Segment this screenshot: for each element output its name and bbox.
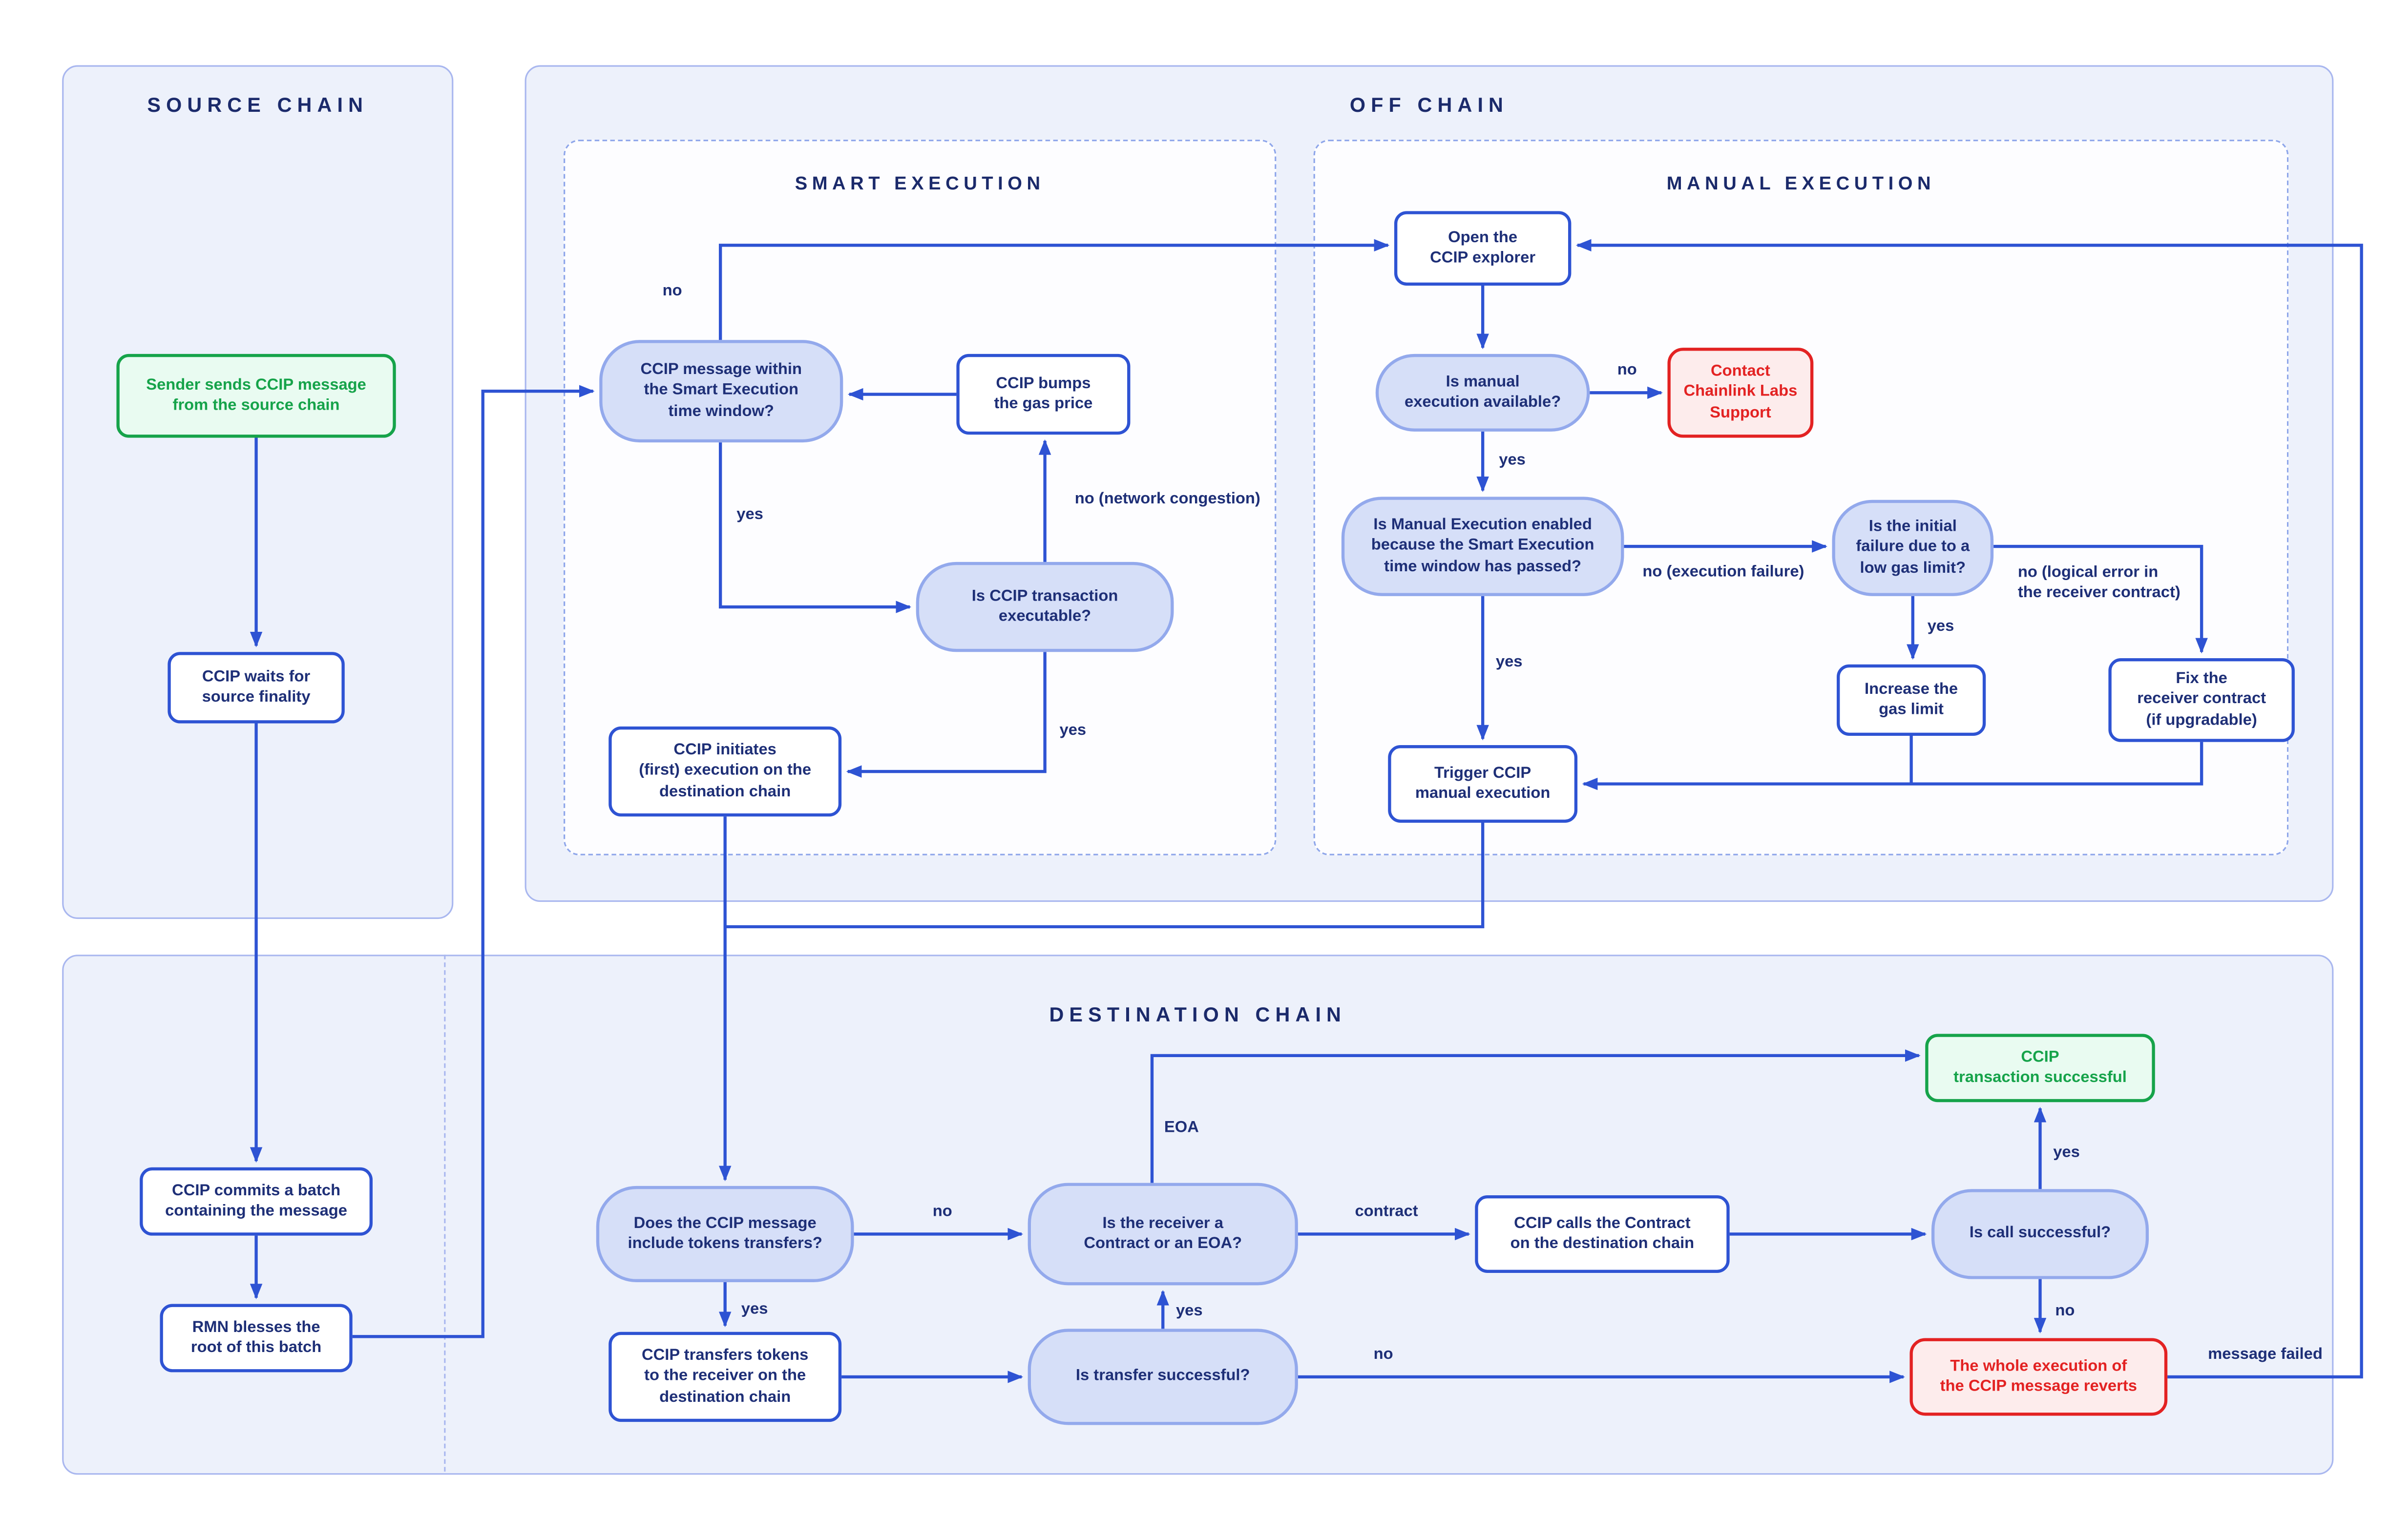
edge-label-yes-call: yes	[2053, 1145, 2080, 1162]
node-increase-gas-limit: Increase the gas limit	[1837, 664, 1986, 736]
edge-label-no-network-congestion: no (network congestion)	[1074, 491, 1260, 508]
decision-manual-enabled-window-passed: Is Manual Execution enabled because the …	[1341, 497, 1624, 596]
edge-label-contract: contract	[1355, 1203, 1418, 1221]
edge-label-yes-smart-window: yes	[736, 506, 763, 524]
decision-includes-token-transfers: Does the CCIP message include tokens tra…	[596, 1186, 854, 1283]
edge-label-yes-executable: yes	[1059, 722, 1087, 740]
edge-label-yes-tokens: yes	[741, 1301, 768, 1319]
node-fix-receiver-contract: Fix the receiver contract (if upgradable…	[2108, 658, 2295, 742]
edge-label-yes-low-gas: yes	[1927, 618, 1954, 636]
edge-label-no-call: no	[2055, 1303, 2075, 1320]
node-contact-chainlink-support: Contact Chainlink Labs Support	[1667, 348, 1814, 438]
edge-label-no-manual-available: no	[1617, 362, 1637, 379]
node-sender-sends-message: Sender sends CCIP message from the sourc…	[116, 354, 396, 438]
node-open-ccip-explorer: Open the CCIP explorer	[1394, 211, 1572, 286]
decision-transaction-executable: Is CCIP transaction executable?	[916, 562, 1174, 652]
off-chain-title: OFF CHAIN	[1349, 93, 1509, 117]
decision-initial-failure-low-gas: Is the initial failure due to a low gas …	[1832, 499, 1994, 596]
node-ccip-calls-contract: CCIP calls the Contract on the destinati…	[1475, 1195, 1730, 1273]
source-chain-title: SOURCE CHAIN	[147, 93, 369, 117]
edge-label-no-transfer: no	[1373, 1346, 1393, 1364]
node-rmn-blesses-root: RMN blesses the root of this batch	[160, 1304, 353, 1373]
decision-manual-execution-available: Is manual execution available?	[1375, 354, 1590, 432]
node-execution-reverts: The whole execution of the CCIP message …	[1909, 1338, 2168, 1416]
destination-chain-title: DESTINATION CHAIN	[1049, 1002, 1347, 1026]
node-ccip-transfers-tokens: CCIP transfers tokens to the receiver on…	[608, 1332, 842, 1422]
node-ccip-waits-finality: CCIP waits for source finality	[168, 652, 345, 724]
edge-label-message-failed: message failed	[2208, 1346, 2323, 1364]
destination-source-divider	[444, 955, 446, 1472]
edge-label-no-logical-error: no (logical error in the receiver contra…	[2017, 564, 2181, 603]
smart-execution-title: SMART EXECUTION	[795, 172, 1045, 194]
edge-label-no-execution-failure: no (execution failure)	[1642, 564, 1804, 582]
decision-transfer-successful: Is transfer successful?	[1028, 1329, 1298, 1425]
node-ccip-bumps-gas: CCIP bumps the gas price	[956, 354, 1131, 435]
edge-label-yes-manual-enabled: yes	[1495, 654, 1523, 671]
manual-execution-title: MANUAL EXECUTION	[1666, 172, 1936, 194]
node-ccip-commits-batch: CCIP commits a batch containing the mess…	[140, 1167, 373, 1236]
decision-receiver-contract-or-eoa: Is the receiver a Contract or an EOA?	[1028, 1183, 1298, 1286]
edge-label-yes-transfer: yes	[1175, 1303, 1203, 1320]
edge-label-no-tokens: no	[932, 1203, 952, 1221]
node-trigger-manual-execution: Trigger CCIP manual execution	[1388, 745, 1578, 823]
edge-label-eoa: EOA	[1164, 1120, 1199, 1137]
decision-call-successful: Is call successful?	[1931, 1189, 2149, 1279]
edge-label-yes-manual-available: yes	[1499, 452, 1526, 470]
decision-within-smart-window: CCIP message within the Smart Execution …	[599, 340, 843, 443]
edge-label-no-smart-window: no	[662, 283, 682, 300]
node-ccip-initiates-execution: CCIP initiates (first) execution on the …	[608, 726, 842, 817]
node-transaction-successful: CCIP transaction successful	[1925, 1034, 2155, 1103]
